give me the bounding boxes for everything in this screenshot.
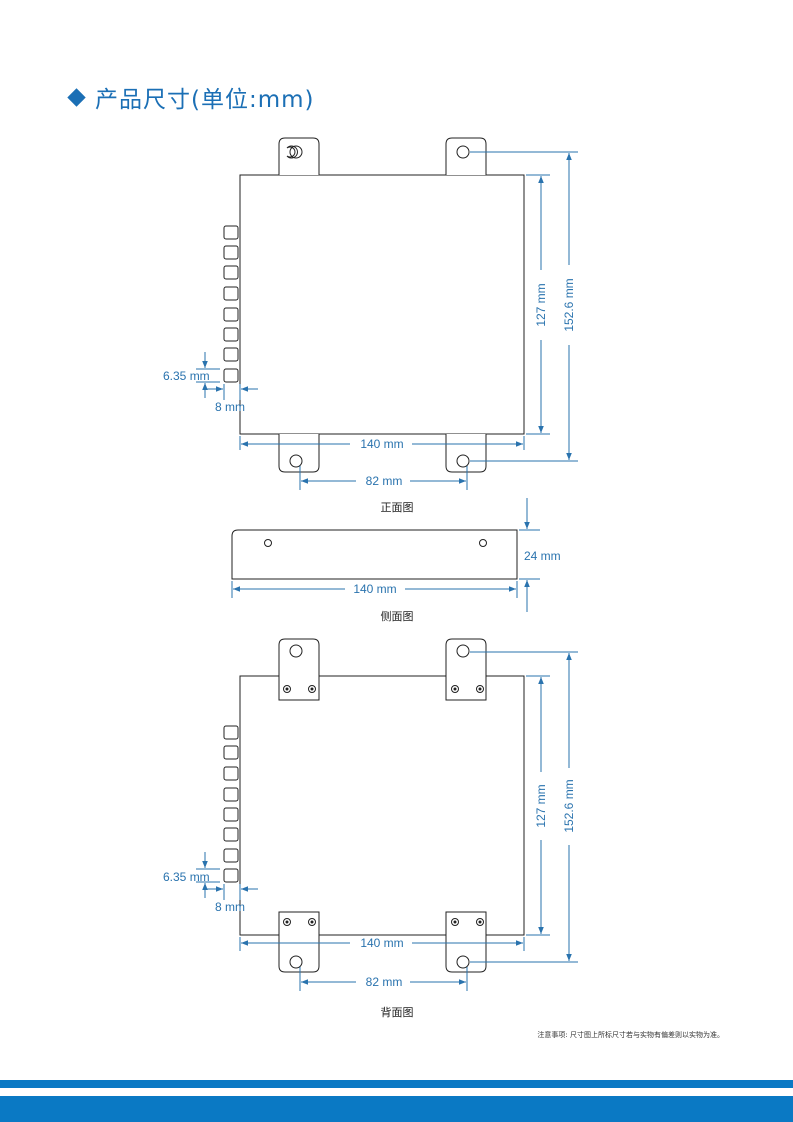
front-dim-offset: 8 mm bbox=[215, 400, 245, 414]
footer-stripe-thin bbox=[0, 1080, 793, 1088]
side-hole bbox=[264, 539, 272, 547]
front-view-caption: 正面图 bbox=[381, 501, 414, 514]
side-dim-depth: 24 mm bbox=[524, 549, 561, 563]
footnote: 注意事项: 尺寸图上所标尺寸若与实物有偏差则以实物为准。 bbox=[537, 1030, 724, 1039]
connector bbox=[223, 787, 239, 802]
front-ear-bottom-right bbox=[445, 434, 487, 473]
connector bbox=[223, 307, 239, 322]
connector bbox=[223, 245, 239, 260]
back-ear-top-left bbox=[278, 638, 320, 701]
back-ear-top-right bbox=[445, 638, 487, 701]
front-view: 6.35 mm 8 mm 140 mm 82 mm 127 mm 152.6 m… bbox=[163, 137, 578, 514]
side-body bbox=[231, 529, 518, 580]
connector bbox=[223, 745, 239, 760]
front-dim-total: 152.6 mm bbox=[562, 278, 576, 331]
page-heading: 产品尺寸(单位:mm) bbox=[66, 82, 315, 113]
back-dim-width: 140 mm bbox=[360, 936, 403, 950]
front-dim-pitch: 6.35 mm bbox=[163, 369, 210, 383]
back-connectors bbox=[223, 725, 239, 883]
side-hole bbox=[479, 539, 487, 547]
front-ear-top-left bbox=[278, 137, 320, 175]
page-title: 产品尺寸(单位:mm) bbox=[95, 87, 315, 113]
front-ear-bottom-left bbox=[278, 434, 320, 473]
back-view: 6.35 mm 8 mm 140 mm 82 mm 127 mm 152.6 m… bbox=[163, 638, 578, 1019]
connector bbox=[223, 347, 239, 362]
footer-stripe-thick bbox=[0, 1096, 793, 1122]
connector bbox=[223, 286, 239, 301]
back-ear-bottom-left bbox=[278, 911, 320, 973]
back-view-caption: 背面图 bbox=[381, 1005, 414, 1019]
side-view-caption: 侧面图 bbox=[381, 610, 414, 623]
back-dim-pitch: 6.35 mm bbox=[163, 870, 210, 884]
front-body bbox=[239, 174, 525, 435]
connector bbox=[223, 807, 239, 822]
connector bbox=[223, 327, 239, 342]
front-dim-mount: 82 mm bbox=[366, 474, 403, 488]
front-connectors bbox=[223, 225, 239, 383]
connector bbox=[223, 868, 239, 883]
connector bbox=[223, 265, 239, 280]
back-dim-mount: 82 mm bbox=[366, 975, 403, 989]
front-ear-top-right bbox=[445, 137, 487, 175]
back-dim-offset: 8 mm bbox=[215, 900, 245, 914]
connector bbox=[223, 848, 239, 863]
side-dim-width: 140 mm bbox=[353, 582, 396, 596]
back-dim-height: 127 mm bbox=[534, 784, 548, 827]
front-dim-width: 140 mm bbox=[360, 437, 403, 451]
side-view: 140 mm 24 mm 侧面图 bbox=[231, 498, 561, 623]
back-dim-total: 152.6 mm bbox=[562, 779, 576, 832]
connector bbox=[223, 368, 239, 383]
connector bbox=[223, 225, 239, 240]
connector bbox=[223, 827, 239, 842]
back-body bbox=[239, 675, 525, 936]
back-ear-bottom-right bbox=[445, 911, 487, 973]
connector bbox=[223, 766, 239, 781]
connector bbox=[223, 725, 239, 740]
front-dim-height: 127 mm bbox=[534, 283, 548, 326]
